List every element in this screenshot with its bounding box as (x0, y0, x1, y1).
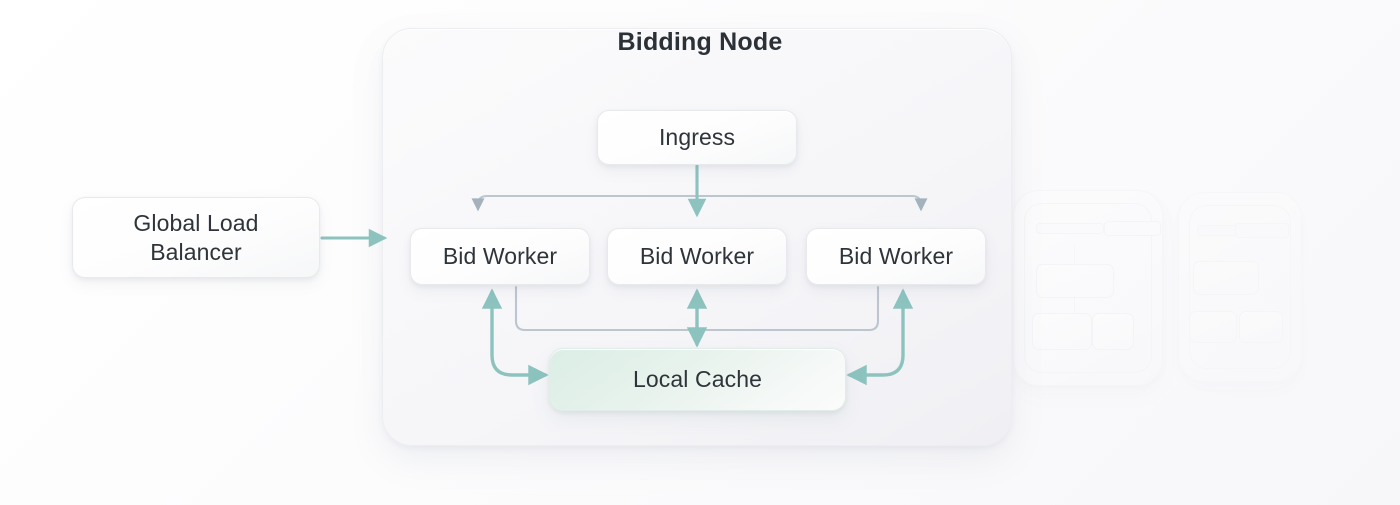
replica-title-bar (1197, 225, 1249, 236)
replica-cache-box (1239, 311, 1283, 343)
global-load-balancer-node[interactable]: Global Load Balancer (72, 197, 320, 278)
local-cache-label: Local Cache (633, 366, 762, 393)
ingress-label: Ingress (658, 124, 736, 151)
replica-worker-box (1036, 264, 1114, 298)
replica-connector (1074, 246, 1075, 264)
replica-inner-frame (1189, 205, 1291, 369)
replica-ingress-box (1104, 221, 1161, 236)
replica-inner-frame (1024, 203, 1152, 373)
bid-worker-node-1[interactable]: Bid Worker (410, 228, 590, 285)
global-load-balancer-label: Global Load Balancer (133, 209, 258, 265)
replica-node-card-1 (1013, 190, 1163, 386)
replica-cache-box (1189, 311, 1237, 343)
bid-worker-label: Bid Worker (838, 243, 954, 270)
replica-node-card-2 (1178, 192, 1302, 382)
bid-worker-label: Bid Worker (639, 243, 755, 270)
replica-cache-box (1032, 313, 1092, 350)
replica-connector (1074, 296, 1075, 314)
ingress-node[interactable]: Ingress (597, 110, 797, 165)
replica-ingress-box (1235, 223, 1289, 238)
lb-label-line-2: Balancer (150, 238, 242, 265)
page-title: Bidding Node (617, 28, 783, 56)
replica-title-bar (1036, 223, 1104, 234)
replica-cache-box (1092, 313, 1134, 350)
local-cache-node[interactable]: Local Cache (549, 348, 846, 411)
replica-worker-box (1193, 261, 1259, 295)
bid-worker-node-2[interactable]: Bid Worker (607, 228, 787, 285)
lb-label-line-1: Global Load (133, 210, 259, 237)
bid-worker-label: Bid Worker (442, 243, 558, 270)
bid-worker-node-3[interactable]: Bid Worker (806, 228, 986, 285)
